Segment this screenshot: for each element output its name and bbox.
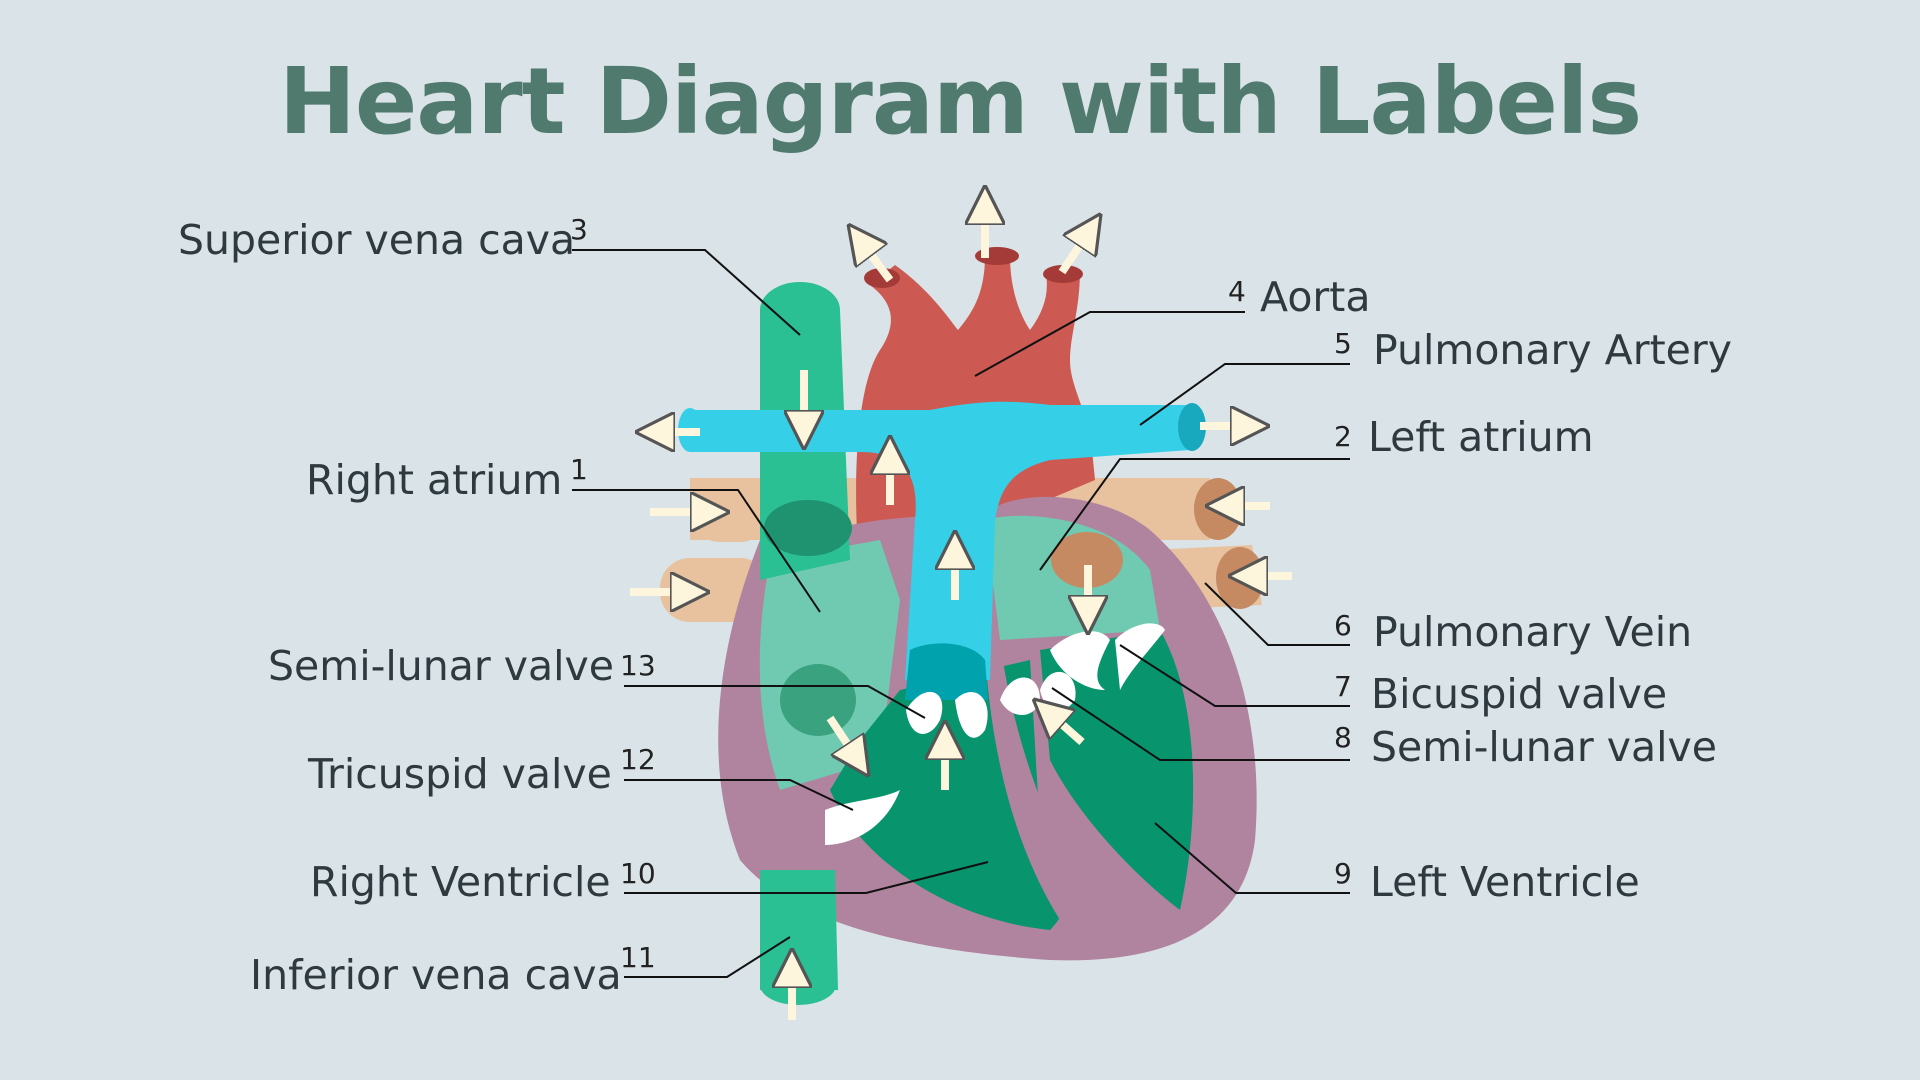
label-tricuspid-valve: Tricuspid valve	[308, 750, 612, 798]
num-pulmonary-artery: 5	[1334, 327, 1352, 360]
heart-body	[718, 496, 1257, 961]
label-right-atrium: Right atrium	[306, 456, 563, 504]
num-pulmonary-vein: 6	[1334, 609, 1352, 642]
num-superior-vena-cava: 3	[570, 213, 588, 246]
label-semi-lunar-valve-left: Semi-lunar valve	[268, 642, 615, 690]
label-aorta: Aorta	[1260, 273, 1371, 321]
label-inferior-vena-cava: Inferior vena cava	[250, 951, 622, 999]
label-pulmonary-vein: Pulmonary Vein	[1373, 608, 1693, 656]
flow-arrows	[630, 205, 1292, 1020]
label-right-ventricle: Right Ventricle	[310, 858, 611, 906]
num-right-ventricle: 10	[620, 857, 656, 890]
label-left-atrium: Left atrium	[1368, 413, 1594, 461]
num-inferior-vena-cava: 11	[620, 941, 656, 974]
label-pulmonary-artery: Pulmonary Artery	[1373, 326, 1732, 374]
num-right-atrium: 1	[570, 453, 588, 486]
label-bicuspid-valve: Bicuspid valve	[1371, 670, 1668, 718]
num-tricuspid-valve: 12	[620, 743, 656, 776]
num-bicuspid-valve: 7	[1334, 670, 1352, 703]
num-aorta: 4	[1228, 275, 1246, 308]
label-semi-lunar-valve-right: Semi-lunar valve	[1371, 723, 1718, 771]
page-title: Heart Diagram with Labels	[278, 48, 1642, 155]
leader-lines	[572, 249, 1350, 978]
label-superior-vena-cava: Superior vena cava	[178, 216, 576, 264]
num-semi-lunar-valve-left: 13	[620, 649, 656, 682]
num-left-ventricle: 9	[1334, 857, 1352, 890]
num-semi-lunar-valve-right: 8	[1334, 721, 1352, 754]
num-left-atrium: 2	[1334, 420, 1352, 453]
label-left-ventricle: Left Ventricle	[1370, 858, 1640, 906]
